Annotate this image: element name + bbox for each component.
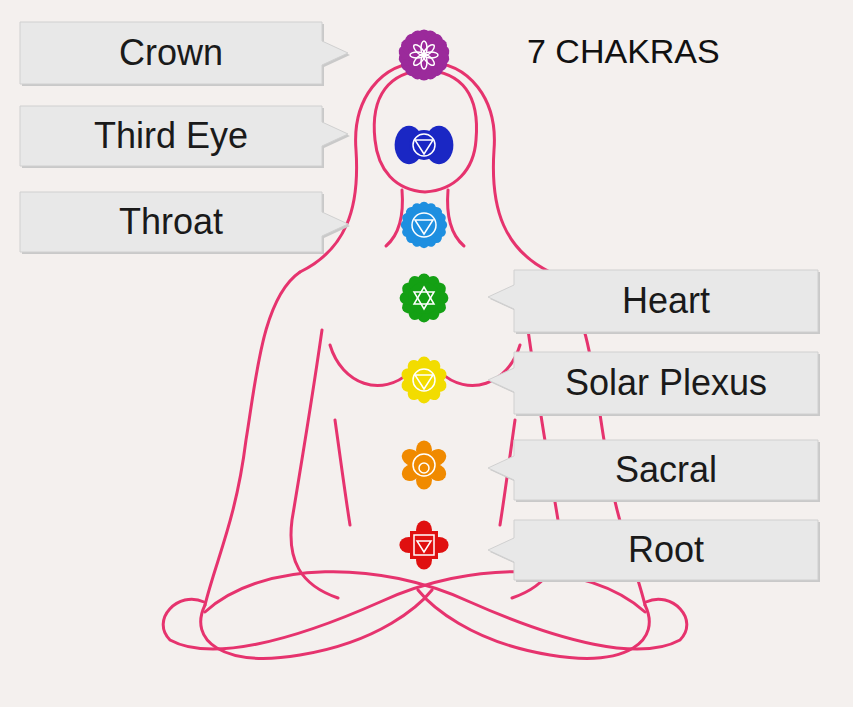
chakra-name: Sacral xyxy=(615,452,717,488)
callout-box: Crown xyxy=(20,22,348,84)
chakra-symbol xyxy=(399,440,450,489)
chakra-symbol xyxy=(400,357,449,404)
chakra-name: Throat xyxy=(119,204,223,240)
callout-box: Root xyxy=(488,520,818,580)
chakra-symbol xyxy=(395,126,454,164)
callout-box: Third Eye xyxy=(20,106,348,166)
chakra-name: Crown xyxy=(119,35,223,71)
callout-box: Solar Plexus xyxy=(488,352,818,414)
chakra-symbols xyxy=(395,28,454,569)
chakra-symbol xyxy=(400,201,447,248)
callout-box: Throat xyxy=(20,192,348,252)
callout-box: Heart xyxy=(488,270,818,332)
chakra-symbol xyxy=(397,28,450,82)
title: 7 CHAKRAS xyxy=(527,34,720,68)
chakra-symbol xyxy=(399,273,448,322)
chakra-symbol xyxy=(399,520,448,569)
callout-box: Sacral xyxy=(488,440,818,500)
chakra-name: Root xyxy=(628,532,704,568)
chakra-name: Solar Plexus xyxy=(565,365,767,401)
chakra-name: Heart xyxy=(622,283,710,319)
chakra-name: Third Eye xyxy=(94,118,248,154)
